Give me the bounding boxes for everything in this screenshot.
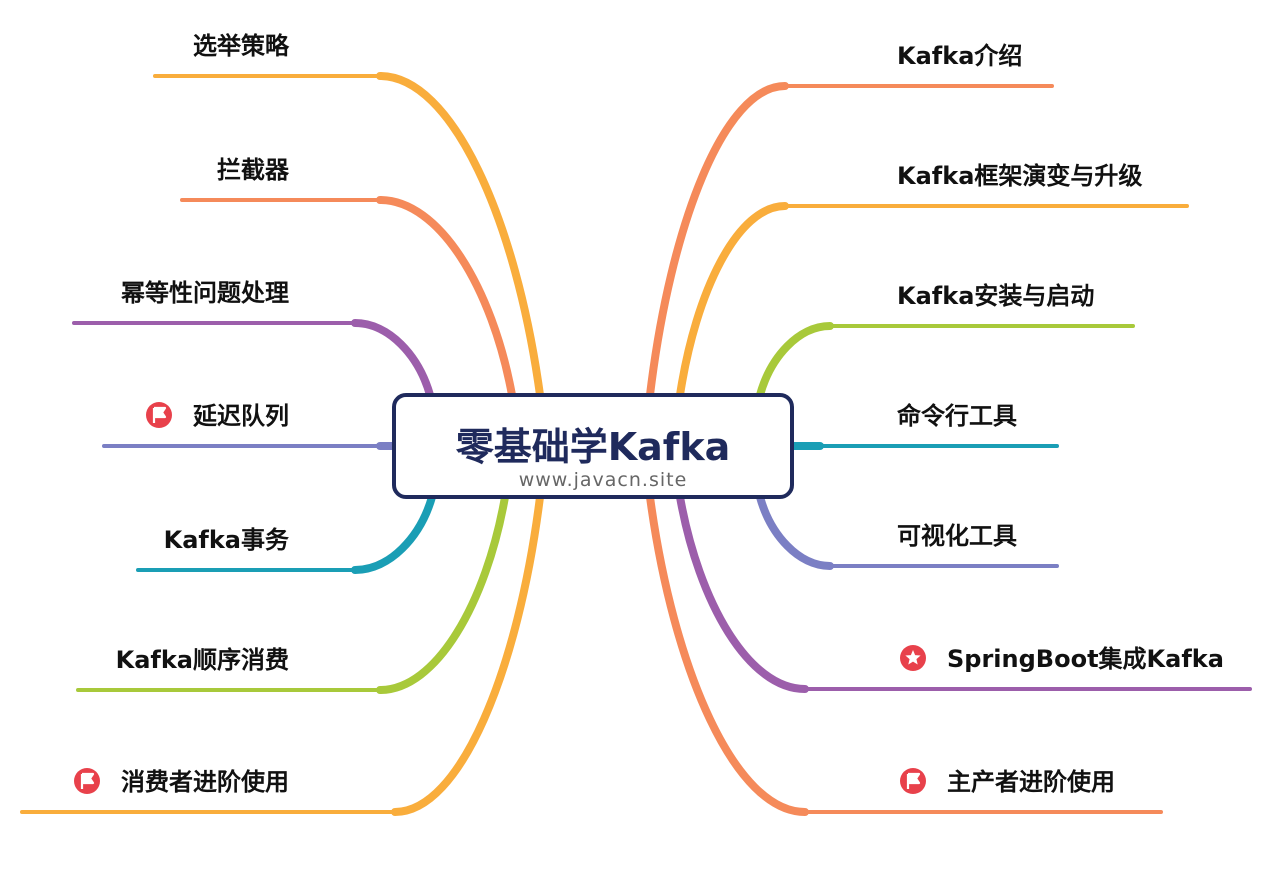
branch-curve-right-6 — [646, 493, 809, 816]
center-box — [392, 393, 794, 499]
branch-label-left-2[interactable]: 幂等性问题处理 — [121, 279, 289, 307]
branch-label-left-4[interactable]: Kafka事务 — [164, 526, 290, 554]
flag-icon — [900, 768, 926, 794]
branch-curve-left-0 — [376, 72, 544, 399]
center-node[interactable]: 零基础学Kafka www.javacn.site — [392, 393, 794, 499]
branch-lines — [20, 72, 1252, 816]
branch-curve-left-2 — [351, 319, 434, 399]
branch-curve-left-1 — [376, 196, 516, 399]
branch-label-left-1[interactable]: 拦截器 — [217, 156, 290, 184]
branch-label-left-0[interactable]: 选举策略 — [193, 32, 290, 60]
branch-label-right-5[interactable]: SpringBoot集成Kafka — [947, 645, 1224, 673]
branch-label-right-3[interactable]: 命令行工具 — [897, 402, 1017, 430]
flag-icon — [74, 768, 100, 794]
branch-curve-right-5 — [676, 493, 809, 693]
branch-label-right-1[interactable]: Kafka框架演变与升级 — [897, 162, 1142, 190]
branch-curve-right-2 — [756, 322, 834, 399]
branch-curve-right-0 — [646, 82, 789, 399]
branch-label-right-0[interactable]: Kafka介绍 — [897, 42, 1022, 70]
branch-label-left-3[interactable]: 延迟队列 — [192, 402, 289, 430]
flag-icon — [146, 402, 172, 428]
branch-curve-left-5 — [376, 493, 509, 694]
branch-label-left-6[interactable]: 消费者进阶使用 — [121, 768, 289, 796]
star-icon — [900, 645, 926, 671]
branch-label-right-4[interactable]: 可视化工具 — [897, 522, 1017, 550]
center-title: 零基础学Kafka — [456, 425, 731, 469]
branch-curve-left-4 — [351, 493, 436, 574]
branch-curve-left-6 — [391, 493, 544, 816]
branch-label-right-2[interactable]: Kafka安装与启动 — [897, 282, 1094, 310]
branch-curve-right-4 — [756, 493, 834, 570]
center-subtitle: www.javacn.site — [519, 469, 688, 491]
branch-label-left-5[interactable]: Kafka顺序消费 — [116, 646, 289, 674]
branch-curve-right-1 — [676, 202, 789, 399]
branch-label-right-6[interactable]: 主产者进阶使用 — [947, 768, 1115, 796]
